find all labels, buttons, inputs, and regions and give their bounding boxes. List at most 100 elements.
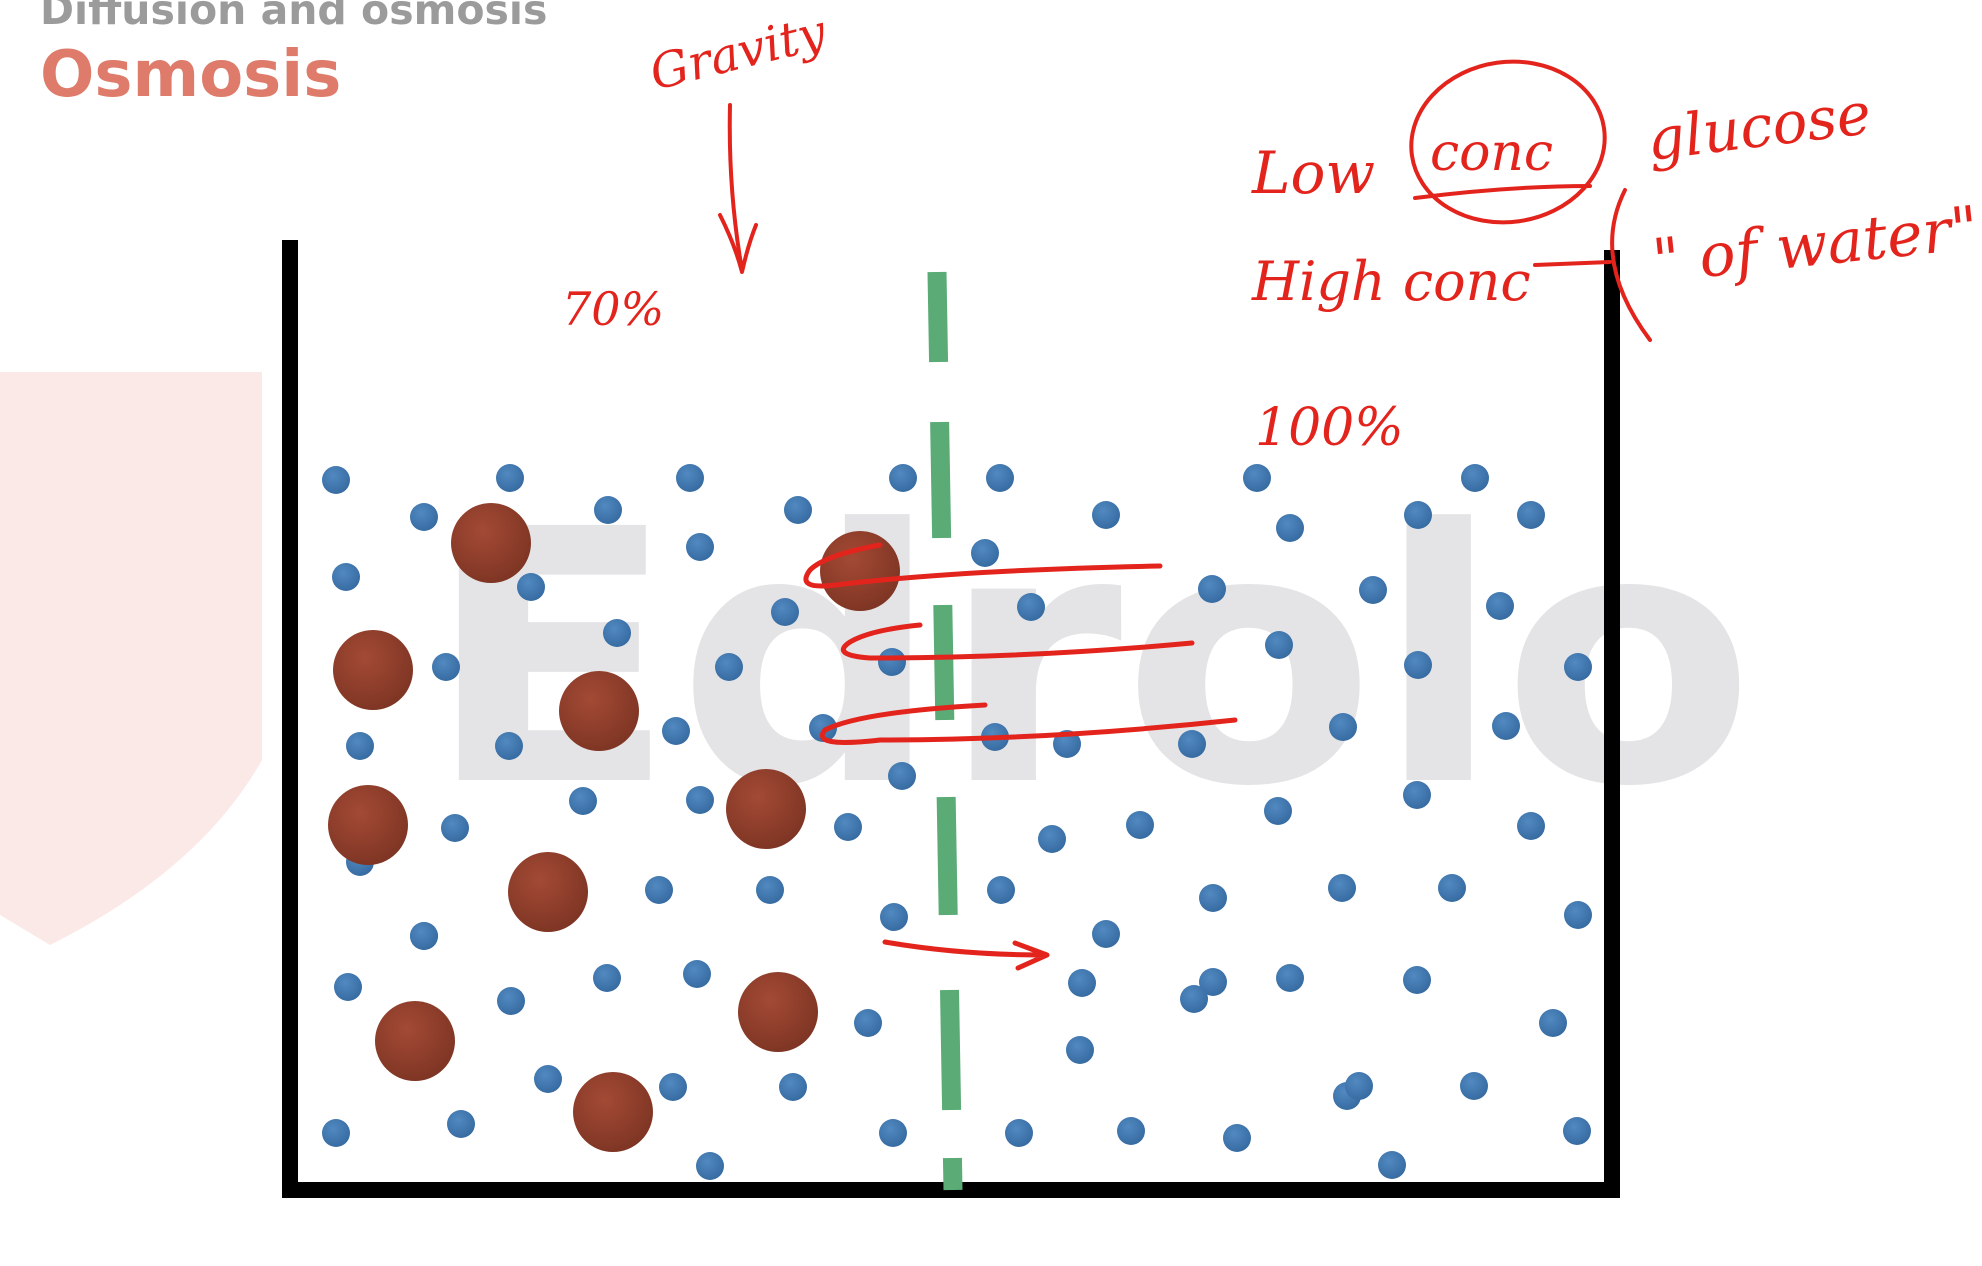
gravity-arrow-icon [718, 103, 758, 274]
water-molecule [878, 648, 906, 676]
membrane-segment [927, 271, 949, 363]
water-molecule [1068, 969, 1096, 997]
water-molecule [569, 787, 597, 815]
water-molecule [1378, 1151, 1406, 1179]
water-molecule [1276, 514, 1304, 542]
shield-logo-icon [0, 372, 262, 945]
water-molecule [517, 573, 545, 601]
of-water-label: " of water" [1649, 193, 1982, 297]
water-molecule [1092, 920, 1120, 948]
water-molecule [534, 1065, 562, 1093]
water-molecule [496, 464, 524, 492]
water-molecule [854, 1009, 882, 1037]
water-molecule [1264, 797, 1292, 825]
water-molecule [322, 1119, 350, 1147]
water-molecule [497, 987, 525, 1015]
water-molecule [1198, 575, 1226, 603]
water-molecule [346, 732, 374, 760]
glucose-molecules [328, 503, 900, 1152]
glucose-molecule [508, 852, 588, 932]
water-molecule [495, 732, 523, 760]
membrane-segment [940, 989, 962, 1111]
movement-arrow-3-icon [819, 702, 1238, 745]
water-molecule [1017, 593, 1045, 621]
water-molecule [771, 598, 799, 626]
circle-annotation-icon [1409, 59, 1607, 225]
water-molecule [410, 503, 438, 531]
water-molecule [888, 762, 916, 790]
water-molecule [334, 973, 362, 1001]
glucose-molecule [559, 671, 639, 751]
water-molecule [971, 539, 999, 567]
membrane-segment [936, 796, 958, 916]
water-molecule [834, 813, 862, 841]
water-molecule [779, 1073, 807, 1101]
water-molecule [1092, 501, 1120, 529]
membrane-segment [933, 604, 955, 721]
water-molecule [441, 814, 469, 842]
water-molecule [1276, 964, 1304, 992]
water-molecules [322, 464, 1592, 1180]
water-molecule [889, 464, 917, 492]
water-molecule [1403, 966, 1431, 994]
water-molecule [1359, 576, 1387, 604]
water-molecule [879, 1119, 907, 1147]
water-molecule [696, 1152, 724, 1180]
water-molecule [447, 1110, 475, 1138]
glucose-molecule [738, 972, 818, 1052]
gravity-label: Gravity [644, 4, 832, 102]
water-molecule [1460, 1072, 1488, 1100]
low-label: Low [1251, 139, 1375, 207]
water-molecule [1404, 501, 1432, 529]
water-molecule [1564, 901, 1592, 929]
water-molecule [645, 876, 673, 904]
movement-arrow-1-icon [803, 542, 1163, 589]
underline-stroke [1413, 184, 1592, 200]
water-molecule [676, 464, 704, 492]
glucose-molecule [328, 785, 408, 865]
movement-arrow-2-icon [840, 622, 1195, 661]
water-molecule [594, 496, 622, 524]
water-molecule [1461, 464, 1489, 492]
water-molecule [1517, 501, 1545, 529]
water-molecule [410, 922, 438, 950]
water-molecule [659, 1073, 687, 1101]
water-molecule [1180, 985, 1208, 1013]
water-molecule [322, 466, 350, 494]
semi-permeable-membrane [927, 271, 963, 1191]
glucose-label: glucose [1643, 79, 1874, 174]
water-molecule [1403, 781, 1431, 809]
glucose-molecule [451, 503, 531, 583]
water-molecule [809, 714, 837, 742]
water-molecule [662, 717, 690, 745]
slide-title: Osmosis [40, 38, 342, 112]
water-molecule [1486, 592, 1514, 620]
water-molecule [1265, 631, 1293, 659]
water-molecule [987, 876, 1015, 904]
water-molecule [1005, 1119, 1033, 1147]
water-molecule [1178, 730, 1206, 758]
high-conc-label: High conc [1251, 250, 1531, 313]
water-molecule [686, 786, 714, 814]
low-circled-label: conc [1430, 123, 1553, 183]
water-molecule [1328, 874, 1356, 902]
water-molecule [1564, 653, 1592, 681]
water-molecule [603, 619, 631, 647]
water-molecule [1199, 884, 1227, 912]
brace-stroke [1610, 188, 1652, 342]
glucose-molecule [375, 1001, 455, 1081]
right-percent-label: 100% [1255, 398, 1404, 458]
water-molecule [986, 464, 1014, 492]
water-molecule [784, 496, 812, 524]
water-molecule [1404, 651, 1432, 679]
slide-header: Diffusion and osmosis Osmosis [40, 0, 547, 116]
watermark-text: Edrolo [425, 455, 1755, 863]
water-molecule [1038, 825, 1066, 853]
water-molecule [332, 563, 360, 591]
water-molecule [1492, 712, 1520, 740]
water-molecule [1438, 874, 1466, 902]
water-molecule [686, 533, 714, 561]
water-molecule [880, 903, 908, 931]
water-molecule [1539, 1009, 1567, 1037]
